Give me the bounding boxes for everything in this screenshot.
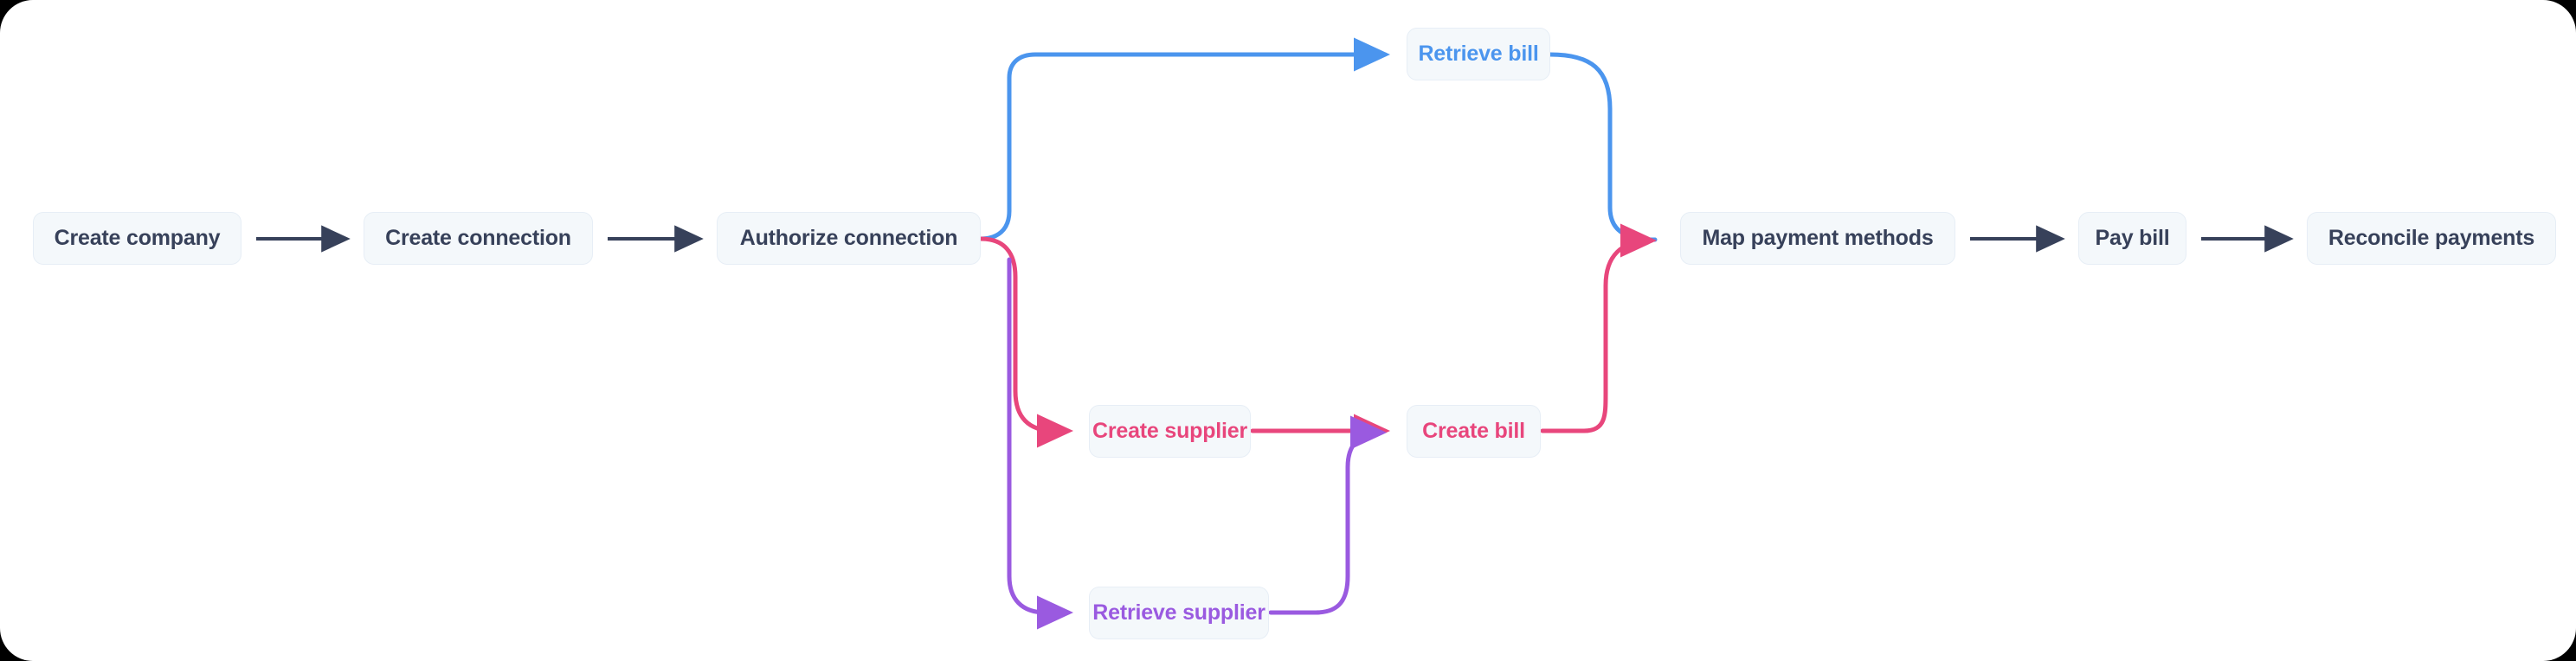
node-label: Retrieve supplier — [1092, 600, 1265, 625]
node-label: Authorize connection — [739, 226, 958, 250]
edge-retrieve-supplier-to-create-bill — [1268, 415, 1388, 615]
edge-retrieve-bill-to-map-payment-methods — [1548, 52, 1658, 242]
node-retrieve-bill[interactable]: Retrieve bill — [1407, 28, 1550, 80]
node-label: Create supplier — [1092, 419, 1248, 443]
node-label: Reconcile payments — [2328, 226, 2535, 250]
node-label: Create connection — [385, 226, 571, 250]
node-label: Retrieve bill — [1418, 42, 1539, 66]
edge-authorize-connection-to-retrieve-bill — [978, 37, 1391, 241]
node-authorize-connection[interactable]: Authorize connection — [717, 212, 981, 265]
node-label: Pay bill — [2095, 226, 2170, 250]
node-pay-bill[interactable]: Pay bill — [2078, 212, 2186, 265]
node-reconcile-payments[interactable]: Reconcile payments — [2307, 212, 2556, 265]
node-label: Create bill — [1422, 419, 1525, 443]
node-retrieve-supplier[interactable]: Retrieve supplier — [1089, 587, 1269, 639]
node-create-company[interactable]: Create company — [33, 212, 242, 265]
edge-create-bill-to-map-payment-methods — [1540, 223, 1658, 433]
edge-authorize-connection-to-retrieve-supplier — [1007, 257, 1074, 630]
node-label: Map payment methods — [1702, 226, 1934, 250]
node-create-bill[interactable]: Create bill — [1407, 405, 1541, 458]
node-map-payment-methods[interactable]: Map payment methods — [1680, 212, 1955, 265]
node-create-supplier[interactable]: Create supplier — [1089, 405, 1251, 458]
node-label: Create company — [54, 226, 221, 250]
node-create-connection[interactable]: Create connection — [364, 212, 593, 265]
edge-authorize-connection-to-create-supplier — [978, 236, 1074, 448]
